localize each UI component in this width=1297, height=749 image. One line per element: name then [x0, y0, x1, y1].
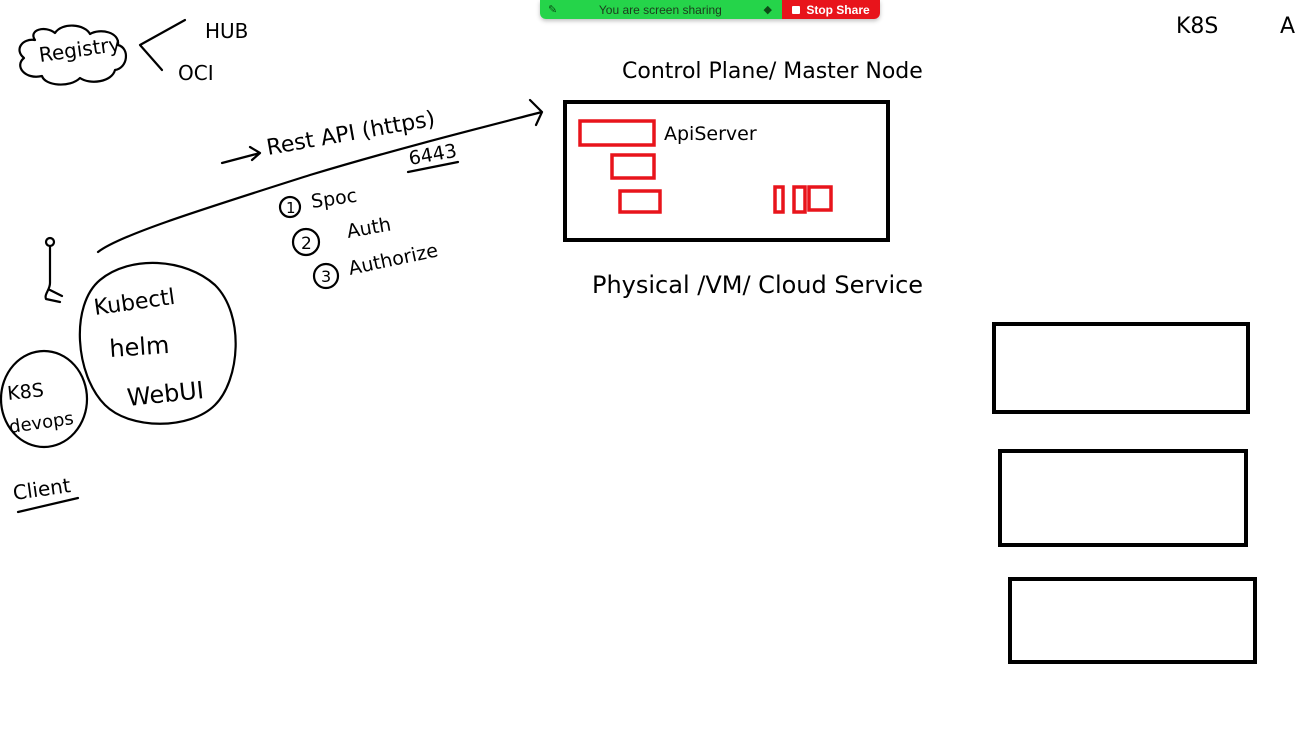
worker-node-box: [1008, 577, 1257, 664]
rest-api-pointer-arrow: [220, 145, 262, 165]
api-server-label: ApiServer: [664, 123, 757, 145]
screen-share-toolbar: ✎ You are screen sharing ◆ Stop Share: [540, 0, 880, 19]
step-number-circle: [278, 195, 302, 219]
stop-share-button[interactable]: Stop Share: [782, 0, 880, 19]
k8s-devops-bubble: [0, 349, 89, 449]
client-tool-label: Kubectl: [92, 285, 176, 321]
user-icon-body: [44, 244, 64, 304]
registry-hub-label: HUB: [205, 19, 248, 43]
step-number-circle: [312, 262, 340, 290]
control-plane-title: Control Plane/ Master Node: [622, 59, 923, 84]
meeting-pin-icon[interactable]: ✎: [548, 4, 558, 16]
k8s-devops-label: devops: [8, 408, 75, 438]
share-status-area[interactable]: ✎ You are screen sharing ◆: [540, 0, 782, 19]
api-server-block: [578, 119, 656, 147]
client-tool-label: helm: [108, 331, 170, 363]
step-label: Authorize: [346, 239, 440, 279]
component-block: [773, 185, 785, 214]
component-block: [618, 189, 662, 214]
step-label: Auth: [345, 214, 393, 243]
registry-cloud: [18, 24, 127, 86]
stop-icon: [792, 5, 801, 14]
corner-a-label: A: [1280, 14, 1295, 39]
share-status-text: You are screen sharing: [598, 2, 722, 17]
step-label: Spoc: [310, 185, 359, 213]
client-label: Client: [11, 473, 72, 505]
k8s-devops-label: K8S: [6, 379, 45, 405]
corner-k8s-label: K8S: [1176, 14, 1218, 39]
component-block: [610, 153, 656, 180]
step-number-circle: [291, 227, 321, 257]
control-plane-box: [563, 100, 890, 242]
shield-check-icon[interactable]: ◆: [763, 4, 772, 16]
stop-share-label: Stop Share: [806, 2, 870, 17]
step-number: 3: [321, 267, 331, 286]
step-number: 1: [286, 199, 296, 217]
registry-oci-label: OCI: [178, 61, 214, 85]
component-block: [792, 185, 807, 214]
user-icon: [44, 236, 56, 248]
component-block: [807, 185, 833, 212]
client-tool-label: WebUI: [126, 376, 205, 412]
rest-api-arrow: [96, 98, 544, 254]
registry-label: Registry: [37, 32, 122, 67]
client-tools-bubble: [78, 261, 237, 425]
worker-node-box: [992, 322, 1250, 414]
registry-connector: [138, 18, 187, 72]
port-underline: [406, 160, 460, 174]
client-underline: [16, 496, 80, 514]
step-number: 2: [301, 234, 312, 254]
infra-label: Physical /VM/ Cloud Service: [592, 271, 923, 299]
worker-node-box: [998, 449, 1248, 547]
